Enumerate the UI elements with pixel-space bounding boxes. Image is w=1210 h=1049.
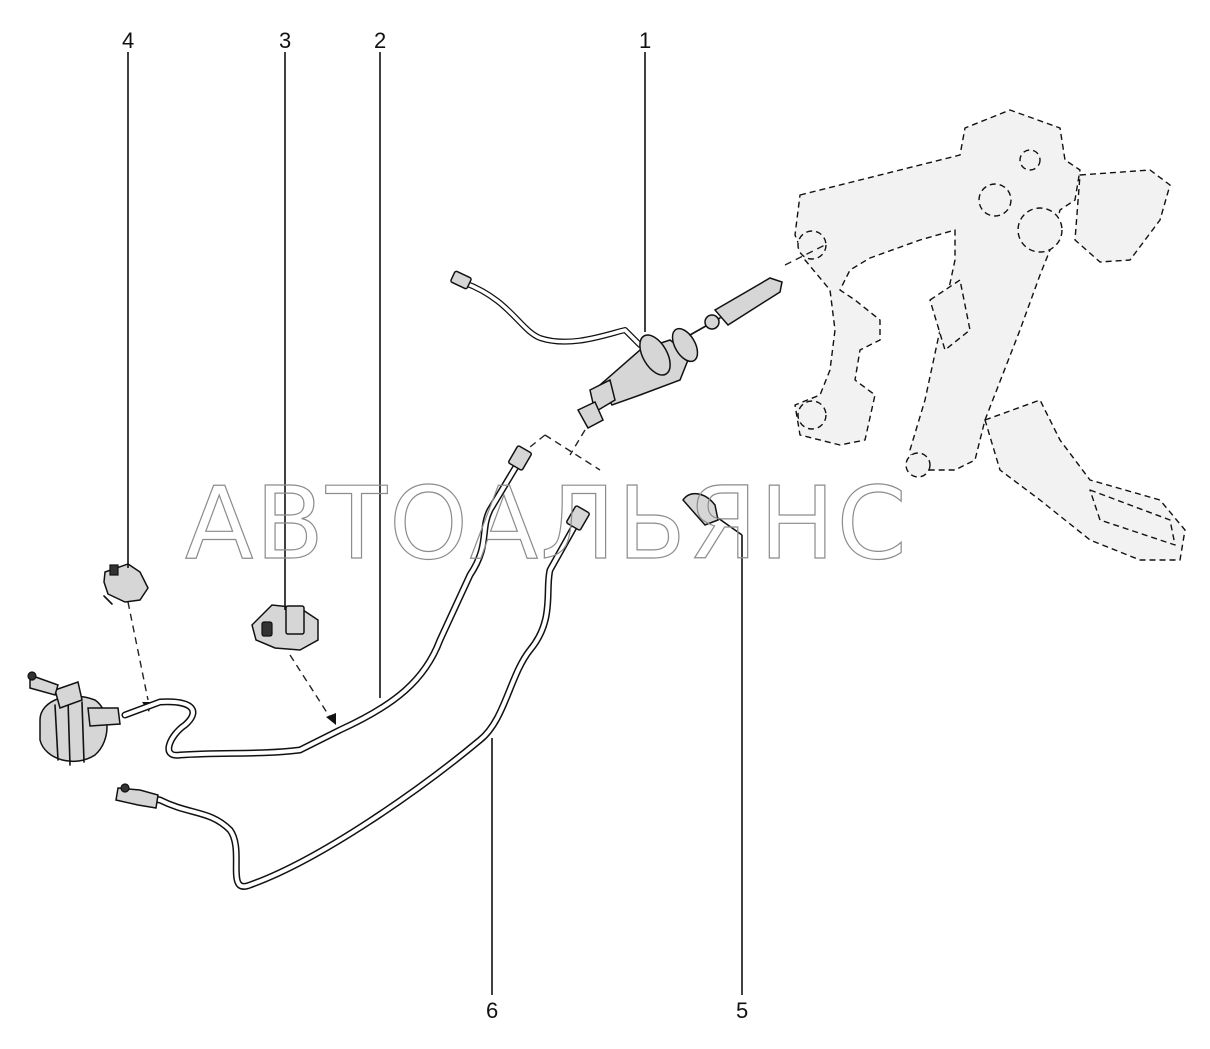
callout-6: 6 [486, 998, 498, 1023]
slave-cylinder [27, 671, 121, 766]
callout-1: 1 [639, 28, 651, 53]
callout-labels: 1 2 3 4 5 6 [122, 28, 748, 1023]
watermark-text: АВТОАЛЬЯНС [185, 465, 909, 582]
clutch-pipe-6 [115, 505, 590, 890]
arrow-head-3 [326, 713, 336, 725]
sensor-4 [103, 563, 149, 605]
callout-4: 4 [122, 28, 134, 53]
pedal-assembly [794, 109, 1186, 561]
leader-lines [127, 52, 743, 995]
callout-3: 3 [279, 28, 291, 53]
clutch-master-cylinder [450, 270, 783, 430]
connector-clip [682, 493, 719, 526]
callout-2: 2 [374, 28, 386, 53]
assembly-guide-lines [127, 244, 826, 723]
sensor-3 [251, 604, 319, 651]
callout-5: 5 [736, 998, 748, 1023]
clutch-pipe-2 [121, 445, 532, 759]
